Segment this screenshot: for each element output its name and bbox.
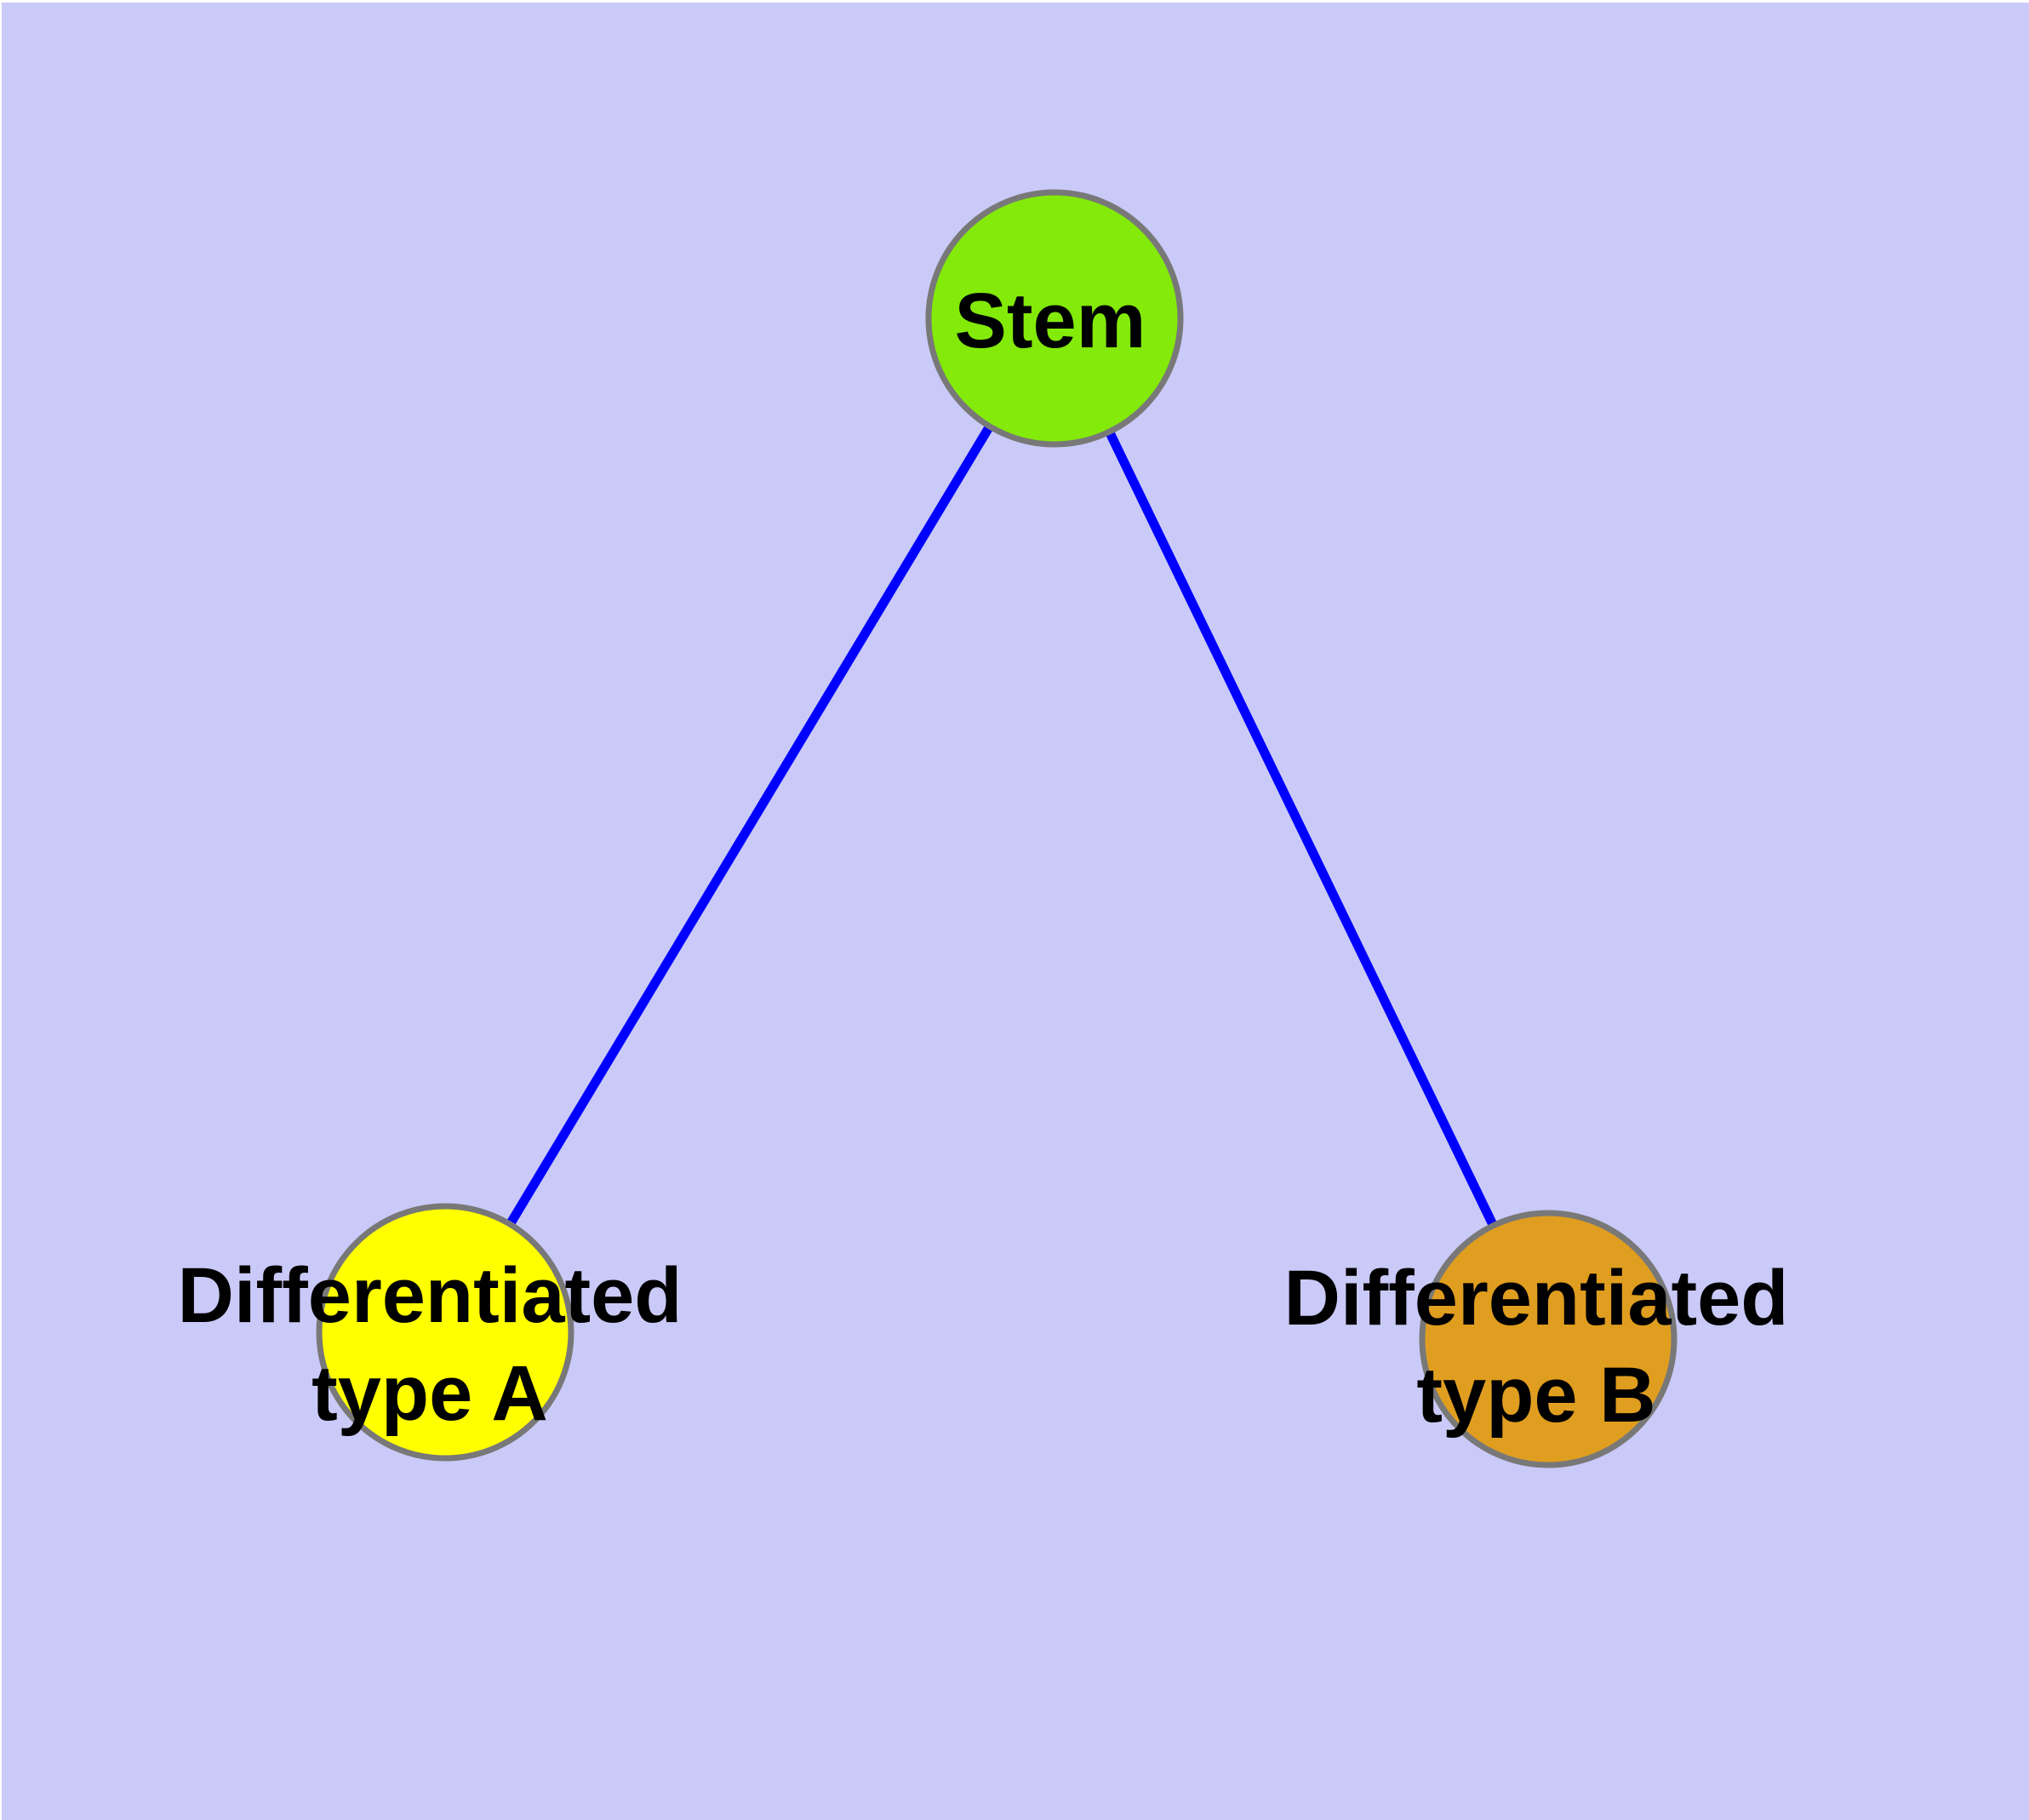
node-type-b-label-line-1: Differentiated: [1284, 1255, 1789, 1342]
node-type-b-label-line-2: type B: [1416, 1352, 1655, 1439]
node-differentiated-type-a: [316, 1203, 574, 1462]
node-type-a-label-line-1: Differentiated: [178, 1252, 683, 1339]
node-type-a-label-line-2: type A: [311, 1350, 548, 1437]
node-differentiated-type-b: [1419, 1210, 1677, 1468]
edge-stem-to-type-a: [441, 316, 1059, 1335]
node-stem-label: Stem: [955, 278, 1146, 364]
node-stem: [925, 189, 1184, 448]
edge-stem-to-type-b: [1050, 316, 1552, 1342]
